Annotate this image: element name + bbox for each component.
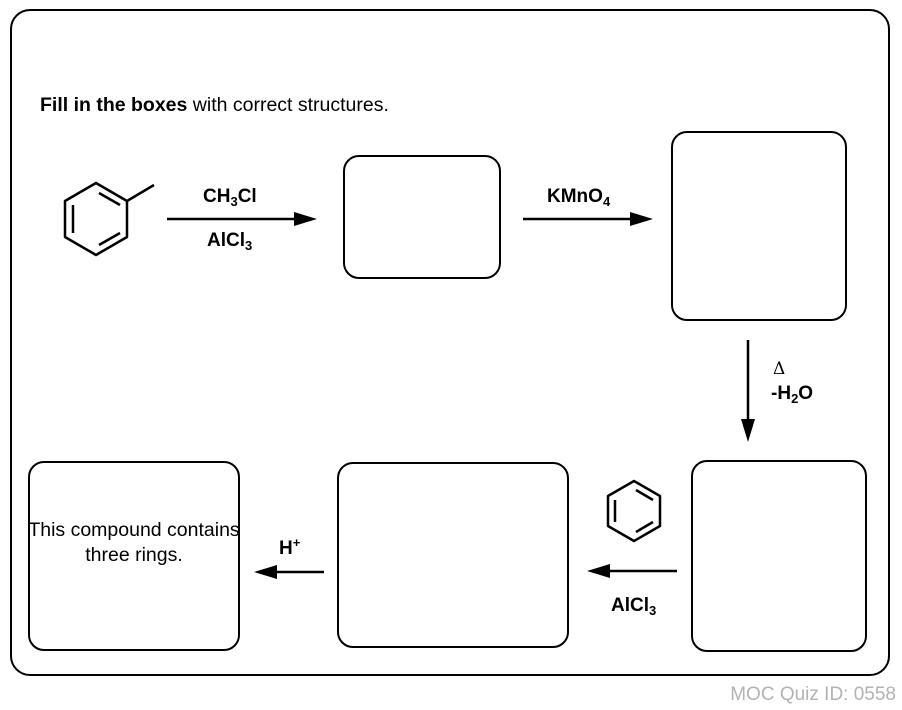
arrow-step4 [587, 564, 677, 578]
reagent-ch3cl: CH3Cl [203, 186, 257, 209]
quiz-id: MOC Quiz ID: 0558 [730, 684, 896, 705]
answer-box-5[interactable] [28, 461, 240, 651]
answer-box-4[interactable] [337, 462, 569, 648]
toluene-structure [63, 181, 155, 257]
quiz-frame [10, 9, 890, 676]
instruction-bold: Fill in the boxes [40, 94, 188, 116]
arrow-step3 [741, 340, 755, 442]
arrow-step1 [167, 212, 317, 226]
answer-box-2[interactable] [671, 131, 847, 321]
arrow-step5 [254, 565, 324, 579]
reagent-kmno4: KMnO4 [547, 186, 611, 209]
benzene-structure [606, 479, 662, 543]
answer-box-1[interactable] [343, 155, 501, 279]
reagent-alcl3-step1: AlCl3 [207, 230, 253, 253]
instruction-text: Fill in the boxes with correct structure… [40, 94, 389, 117]
final-box-hint: This compound contains three rings. [28, 519, 240, 566]
reagent-minus-water: -H2O [771, 383, 814, 406]
reagent-alcl3-step4: AlCl3 [611, 595, 657, 618]
instruction-rest: with correct structures. [187, 94, 389, 116]
reagent-acid: H+ [279, 535, 301, 559]
reagent-heat: Δ [773, 359, 786, 379]
arrow-step2 [523, 212, 653, 226]
answer-box-3[interactable] [691, 460, 867, 652]
